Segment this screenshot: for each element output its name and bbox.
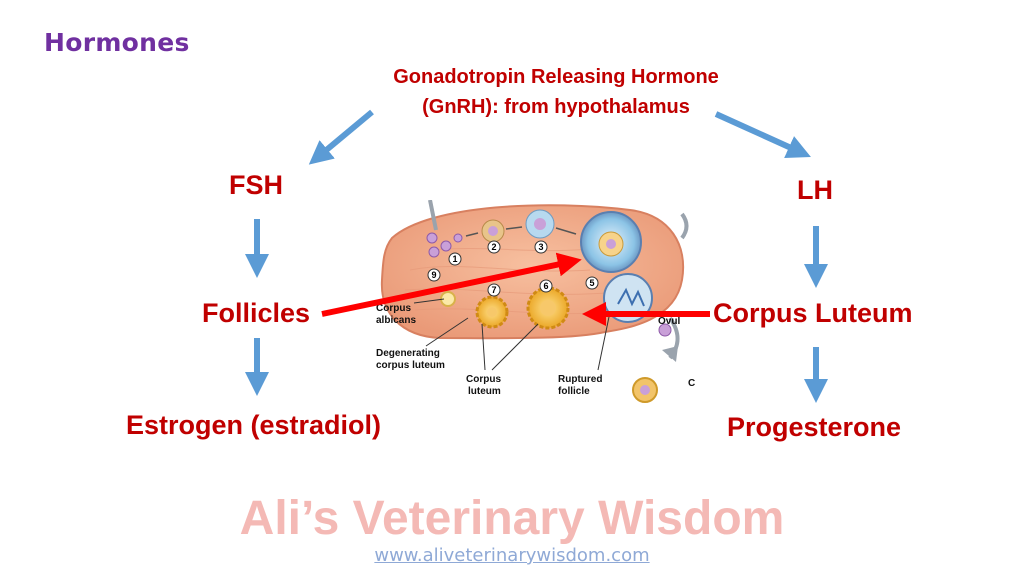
estrogen-label: Estrogen (estradiol) <box>126 410 382 440</box>
label-ruptured-1: Ruptured <box>558 374 602 385</box>
label-corpus-albicans-1: Corpus <box>376 303 411 314</box>
follicles-label: Follicles <box>202 298 311 328</box>
arrow-gnrh-to-lh <box>714 111 811 158</box>
vessel <box>428 200 438 231</box>
label-corpus-luteum-1: Corpus <box>466 374 501 385</box>
stage-6: 6 <box>543 281 548 291</box>
watermark: Ali’s Veterinary Wisdom <box>239 492 785 545</box>
lh-label: LH <box>797 175 833 205</box>
label-ruptured-2: follicle <box>558 386 590 397</box>
gnrh-label: Gonadotropin Releasing Hormone (GnRH): f… <box>300 62 812 122</box>
corpus-luteum-label: Corpus Luteum <box>713 298 913 328</box>
gnrh-line-1: Gonadotropin Releasing Hormone <box>393 66 719 88</box>
arrow-gnrh-to-fsh <box>308 109 374 165</box>
stage-2: 2 <box>491 242 496 252</box>
label-c-partial: C <box>688 378 695 389</box>
primordial-follicles <box>426 232 463 258</box>
gnrh-line-2: (GnRH): from hypothalamus <box>422 96 690 118</box>
stage-7: 7 <box>491 285 496 295</box>
stage-3: 3 <box>538 242 543 252</box>
label-corpus-luteum-2: luteum <box>468 386 501 397</box>
label-degenerating-2: corpus luteum <box>376 360 445 371</box>
corpus-luteum-shapes <box>440 286 570 330</box>
website-link[interactable]: www.aliveterinarywisdom.com <box>374 545 650 566</box>
stage-1: 1 <box>452 254 457 264</box>
stage-5: 5 <box>589 278 594 288</box>
red-arrow-follicles <box>321 252 582 317</box>
label-ovul-partial: Ovul <box>658 316 680 327</box>
stage-9: 9 <box>431 270 436 280</box>
page-title: Hormones <box>44 28 190 57</box>
progesterone-label: Progesterone <box>727 412 902 442</box>
label-degenerating-1: Degenerating <box>376 348 440 359</box>
fsh-label: FSH <box>229 170 283 200</box>
label-corpus-albicans-2: albicans <box>376 315 416 326</box>
ovulating-follicle <box>603 273 653 323</box>
label-leaders <box>413 298 611 371</box>
